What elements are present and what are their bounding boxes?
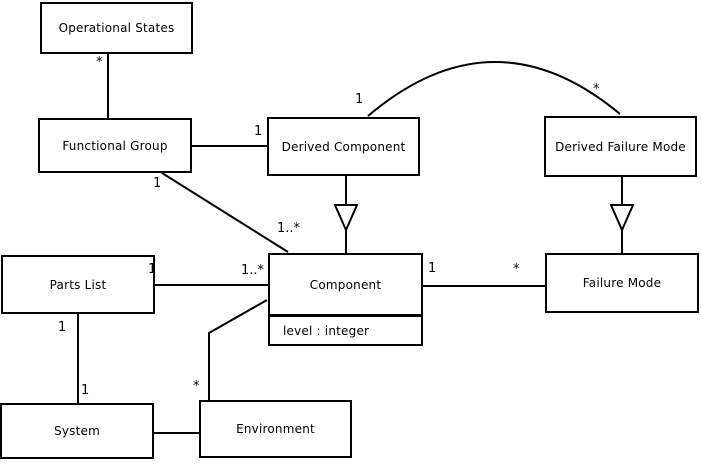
mult-functional-group-one: 1	[153, 176, 162, 191]
class-functional-group-label: Functional Group	[62, 138, 168, 153]
class-component-attribute-level: level : integer	[283, 323, 370, 338]
class-functional-group: Functional Group	[38, 118, 192, 173]
class-derived-component-label: Derived Component	[281, 139, 406, 154]
class-derived-failure-mode: Derived Failure Mode	[544, 116, 697, 177]
class-operational-states-label: Operational States	[58, 21, 175, 35]
class-component: Component level : integer	[268, 253, 423, 346]
class-operational-states: Operational States	[40, 2, 193, 54]
mult-component-failure-mode-star: *	[513, 262, 520, 277]
mult-derived-component-one: 1	[254, 124, 263, 139]
class-failure-mode: Failure Mode	[545, 253, 699, 313]
class-system-label: System	[54, 424, 100, 438]
class-component-label: Component	[309, 277, 382, 292]
mult-parts-list-component-many: 1..*	[241, 263, 265, 278]
mult-operational-states-star: *	[96, 55, 103, 70]
class-system: System	[0, 403, 154, 459]
mult-environment-star: *	[193, 379, 200, 394]
mult-parts-list-system-one-top: 1	[58, 320, 67, 335]
class-failure-mode-label: Failure Mode	[582, 276, 662, 290]
class-component-attributes: level : integer	[270, 314, 421, 344]
class-derived-component: Derived Component	[267, 117, 420, 176]
class-parts-list: Parts List	[1, 255, 155, 314]
edge-functional-group-component	[161, 172, 289, 253]
class-environment-label: Environment	[236, 422, 315, 436]
class-environment: Environment	[199, 400, 352, 458]
mult-parts-list-one: 1	[148, 262, 157, 277]
edge-environment-component	[208, 299, 268, 400]
mult-component-failure-mode-one: 1	[428, 261, 437, 276]
generalization-triangle-failure-mode	[609, 204, 635, 233]
class-component-title: Component	[270, 255, 421, 314]
edge-derived-component-derived-failure-mode-arc	[367, 61, 621, 117]
generalization-triangle-component	[333, 204, 359, 233]
mult-component-one-many: 1..*	[277, 221, 301, 236]
class-derived-failure-mode-label: Derived Failure Mode	[555, 139, 686, 154]
mult-parts-list-system-one-bottom: 1	[81, 383, 90, 398]
mult-arc-one: 1	[355, 92, 364, 107]
class-parts-list-label: Parts List	[49, 277, 107, 292]
mult-arc-star: *	[593, 82, 600, 97]
